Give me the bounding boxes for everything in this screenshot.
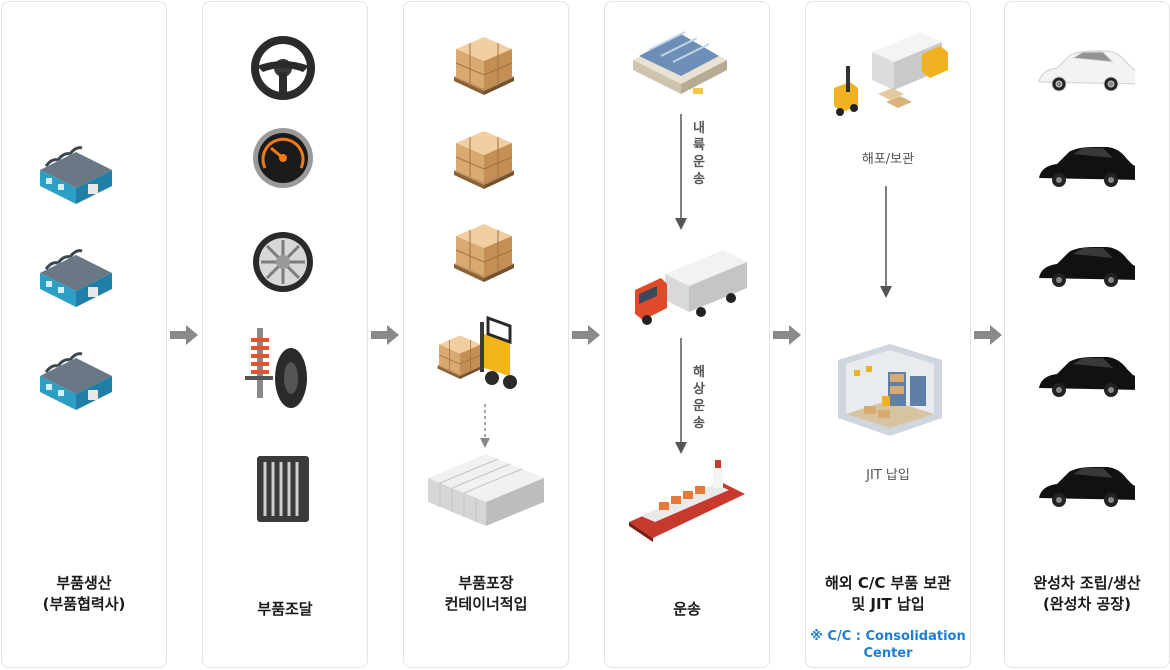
container-stack-icon	[428, 454, 544, 526]
arrow-right-icon	[170, 325, 198, 345]
step-label-line1: 해외 C/C 부품 보관	[825, 574, 951, 592]
forklift-icon	[437, 315, 517, 389]
step-label-line2: 컨테이너적입	[444, 595, 528, 613]
car-icon	[1039, 467, 1135, 507]
step-label: 완성차 조립/생산 (완성차 공장)	[1005, 573, 1169, 615]
step-label: 부품생산 (부품협력사)	[2, 573, 166, 615]
boxes-pallet-icon	[453, 130, 515, 190]
arrow-right-icon	[773, 325, 801, 345]
arrow-right-icon	[572, 325, 600, 345]
step-label-line1: 완성차 조립/생산	[1033, 574, 1141, 592]
step-label: 부품포장 컨테이너적입	[404, 573, 568, 615]
arrow-down-icon	[675, 114, 687, 230]
step-parts-procurement: 부품조달	[202, 1, 368, 668]
car-icon	[1039, 147, 1135, 187]
unloading-truck-icon	[834, 32, 948, 116]
step-label-line1: 부품포장	[458, 574, 514, 592]
factory-icon	[38, 146, 114, 206]
step-label: 부품조달	[203, 599, 367, 620]
dashed-arrow-down-icon	[480, 404, 490, 448]
car-icon	[1039, 357, 1135, 397]
footnote-line1: ※ C/C : Consolidation	[810, 629, 966, 644]
cargo-ship-icon	[629, 460, 745, 542]
arrow-down-icon	[675, 338, 687, 454]
step-label-line1: 운송	[673, 600, 701, 618]
step-label: 운송	[605, 599, 769, 620]
factory-icon	[38, 352, 114, 412]
car-icon	[1039, 247, 1135, 287]
boxes-pallet-icon	[453, 36, 515, 96]
boxes-pallet-icon	[453, 223, 515, 283]
cc-footnote: ※ C/C : Consolidation Center	[806, 628, 970, 662]
speedometer-icon	[253, 128, 313, 188]
arrow-down-icon	[880, 186, 892, 298]
step-label-line2: (부품협력사)	[42, 595, 126, 613]
arrow-right-icon	[974, 325, 1002, 345]
footnote-line2: Center	[863, 646, 913, 661]
truck-icon	[635, 250, 747, 325]
step-parts-production: 부품생산 (부품협력사)	[1, 1, 167, 668]
suspension-tire-icon	[245, 328, 307, 408]
warehouse-interior-icon	[838, 344, 942, 436]
step-label-line2: (완성차 공장)	[1043, 595, 1131, 613]
steering-wheel-icon	[251, 36, 315, 100]
step-label-line1: 부품생산	[56, 574, 112, 592]
radiator-icon	[257, 456, 309, 522]
step-assembly: 완성차 조립/생산 (완성차 공장)	[1004, 1, 1170, 668]
step-label-line1: 부품조달	[257, 600, 313, 618]
arrow-right-icon	[371, 325, 399, 345]
step-cc-storage: 해포/보관 JIT 납입 해외 C/C 부품 보관 및 JIT 납입 ※ C/C…	[805, 1, 971, 668]
step-label: 해외 C/C 부품 보관 및 JIT 납입	[806, 573, 970, 615]
factory-icon	[38, 249, 114, 309]
jit-delivery-label: JIT 납입	[866, 468, 910, 483]
car-body-icon	[1038, 50, 1135, 92]
warehouse-icon	[633, 31, 727, 94]
step-label-line2: 및 JIT 납입	[851, 595, 925, 613]
wheel-rim-icon	[253, 232, 313, 292]
step-parts-packing: 부품포장 컨테이너적입	[403, 1, 569, 668]
unpack-storage-label: 해포/보관	[861, 152, 915, 167]
